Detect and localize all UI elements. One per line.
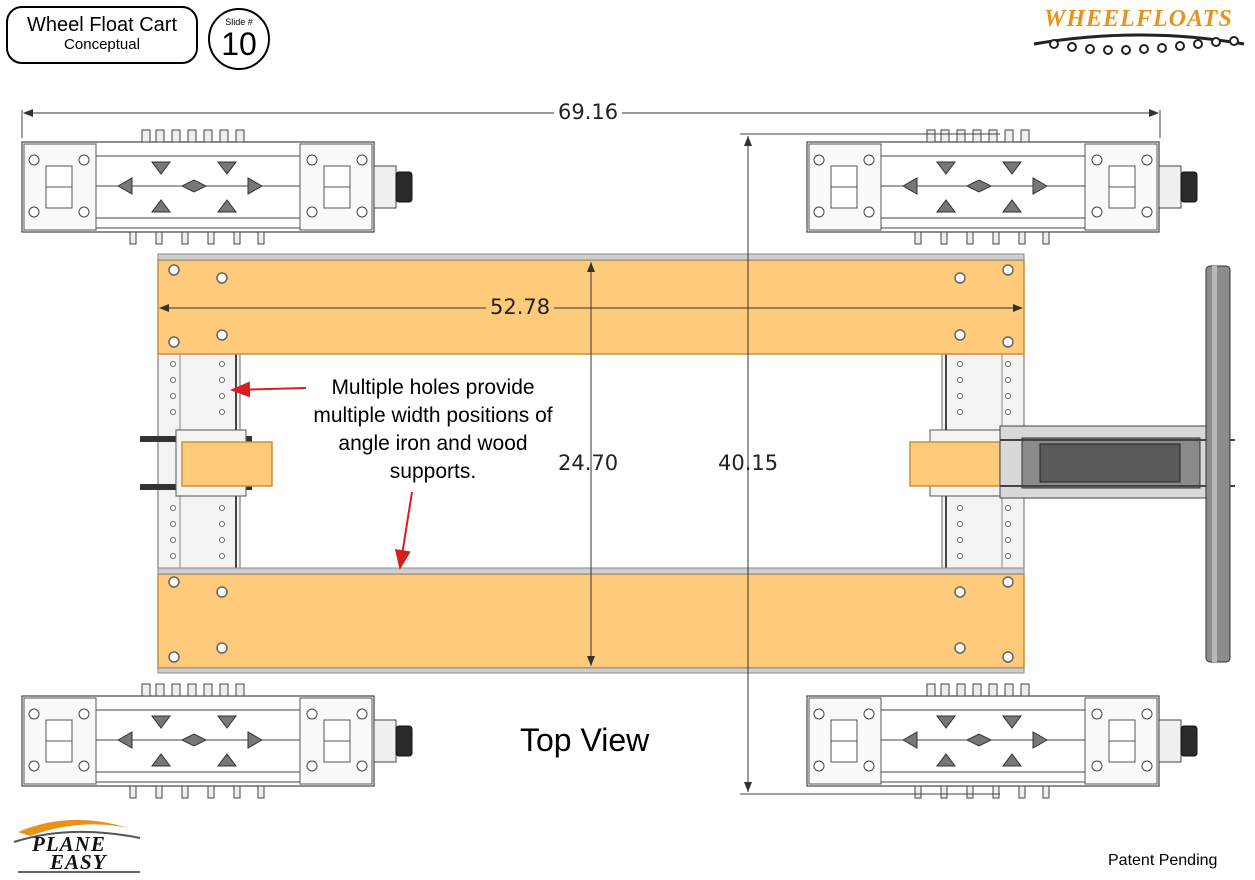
slide-number: 10 — [221, 26, 257, 62]
plane-easy-logo: PLANE EASY — [10, 812, 150, 874]
annotation-line-4: supports. — [389, 460, 477, 483]
wheel-floats-logo: WHEEL FLOATS — [1030, 4, 1248, 60]
annotation-line-2: multiple width positions of — [313, 404, 553, 427]
patent-pending-label: Patent Pending — [1108, 852, 1218, 869]
slide-subtitle: Conceptual — [64, 36, 140, 53]
dimension-inner-length: 52.78 — [486, 296, 555, 318]
dimension-inner-width: 24.70 — [558, 451, 619, 475]
annotation-line-3: angle iron and wood — [338, 432, 528, 455]
logo-easy-text: EASY — [50, 850, 107, 874]
annotation-line-1: Multiple holes provide — [331, 376, 535, 399]
plane-easy-swoosh-icon — [13, 819, 141, 873]
title-box: Wheel Float Cart Conceptual — [6, 6, 198, 64]
dimension-overall-length: 69.16 — [554, 101, 623, 123]
logo-wheel-text: WHEEL — [1044, 6, 1136, 32]
holes-annotation: Multiple holes provide multiple width po… — [286, 374, 580, 486]
dimension-overall-width: 40.15 — [718, 451, 779, 475]
logo-floats-text: FLOATS — [1136, 6, 1233, 32]
slide-number-badge: Slide # 10 — [208, 8, 270, 70]
view-label: Top View — [520, 722, 650, 758]
slide-title: Wheel Float Cart — [26, 14, 178, 36]
slide-number-label: Slide # — [225, 17, 253, 27]
logo-plane-text: PLANE — [32, 832, 106, 856]
